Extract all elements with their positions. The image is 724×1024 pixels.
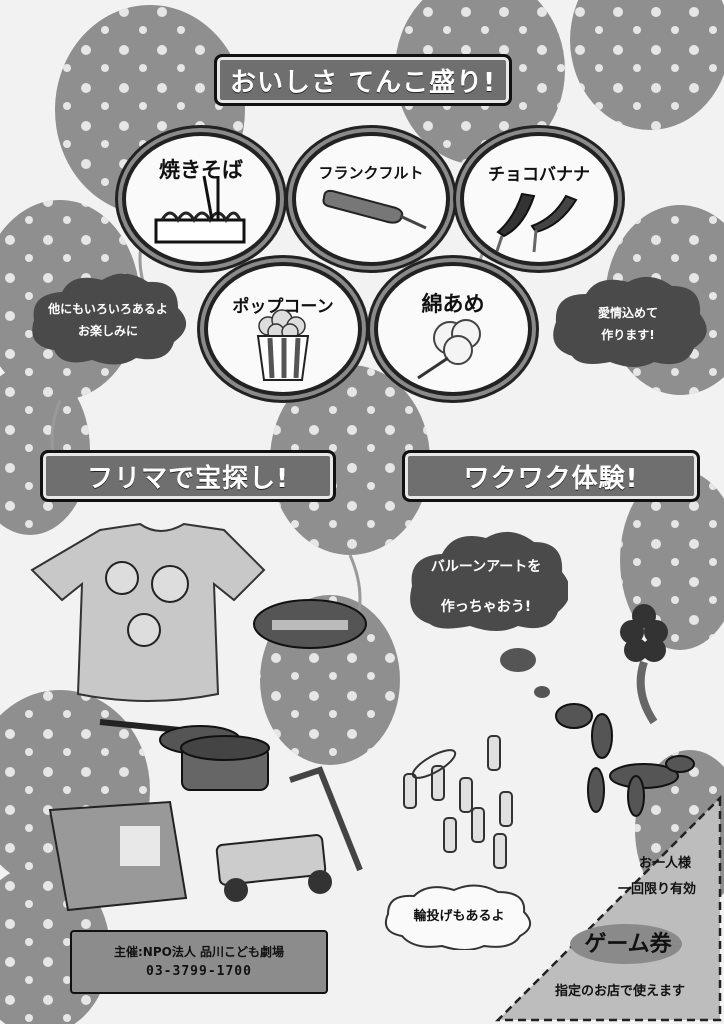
organizer-name: 主催:NPO法人 品川こども劇場	[113, 945, 285, 959]
yakisoba-icon	[154, 175, 246, 244]
cloud-made-with-love: 愛情込めて 作ります!	[546, 272, 710, 376]
toy-car-icon	[253, 599, 367, 649]
food-yakisoba: 焼きそば	[122, 132, 280, 266]
food-cotton-candy: 綿あめ	[374, 262, 532, 396]
ticket-title: ゲーム券	[584, 932, 672, 957]
cloud-ring-toss: 輪投げもあるよ	[378, 884, 540, 950]
picture-book-icon	[48, 800, 188, 912]
organizer-box: 主催:NPO法人 品川こども劇場 03-3799-1700	[70, 930, 328, 994]
ring-toss-icon	[403, 735, 513, 869]
thought-bubble-icon	[500, 648, 550, 698]
cloud-text: バルーンアートを	[430, 559, 542, 575]
cloud-shape	[32, 273, 187, 365]
cloud-text: 作ります!	[601, 328, 655, 342]
experience-items	[403, 604, 695, 869]
food-label: フランクフルト	[318, 164, 424, 182]
cloud-shape	[410, 532, 568, 631]
cloud-text: 愛情込めて	[597, 306, 658, 320]
experience-banner: ワクワク体験!	[402, 450, 700, 502]
food-label: ポップコーン	[232, 297, 334, 317]
t-shirt-icon	[30, 522, 266, 702]
cloud-text: 輪投げもあるよ	[413, 909, 505, 924]
game-ticket[interactable]	[494, 794, 724, 1024]
cotton-candy-icon	[417, 319, 481, 380]
food-choco-banana: チョコバナナ	[460, 132, 618, 266]
popcorn-icon	[256, 309, 310, 381]
cloud-balloon-art: バルーンアートを 作っちゃおう!	[404, 528, 568, 646]
cloud-shape	[553, 276, 707, 367]
ticket-line2: 一回限り有効	[617, 882, 696, 897]
pot-icon	[99, 719, 270, 791]
balloon-dog-icon	[555, 703, 695, 817]
organizer-phone: 03-3799-1700	[146, 964, 252, 979]
flea-market-items	[30, 522, 367, 912]
food-label: 焼きそば	[159, 158, 243, 182]
flea-market-banner: フリマで宝探し!	[40, 450, 336, 502]
frankfurter-icon	[322, 189, 427, 230]
food-label: チョコバナナ	[488, 165, 590, 185]
cloud-text: 作っちゃおう!	[440, 599, 532, 615]
food-banner: おいしさ てんこ盛り!	[214, 54, 512, 106]
choco-banana-icon	[494, 192, 578, 255]
push-walker-icon	[215, 766, 363, 902]
cloud-text: 他にもいろいろあるよ	[48, 302, 168, 316]
cloud-shape	[384, 884, 531, 950]
ticket-note: 指定のお店で使えます	[554, 984, 685, 999]
cloud-text: お楽しみに	[77, 324, 138, 338]
food-label: 綿あめ	[421, 292, 485, 316]
cloud-more-items: 他にもいろいろあるよ お楽しみに	[24, 270, 192, 370]
ticket-line1: お一人様	[638, 856, 691, 871]
food-popcorn: ポップコーン	[204, 262, 362, 396]
flower-balloon-icon	[620, 604, 668, 725]
food-frankfurter: フランクフルト	[292, 132, 450, 266]
